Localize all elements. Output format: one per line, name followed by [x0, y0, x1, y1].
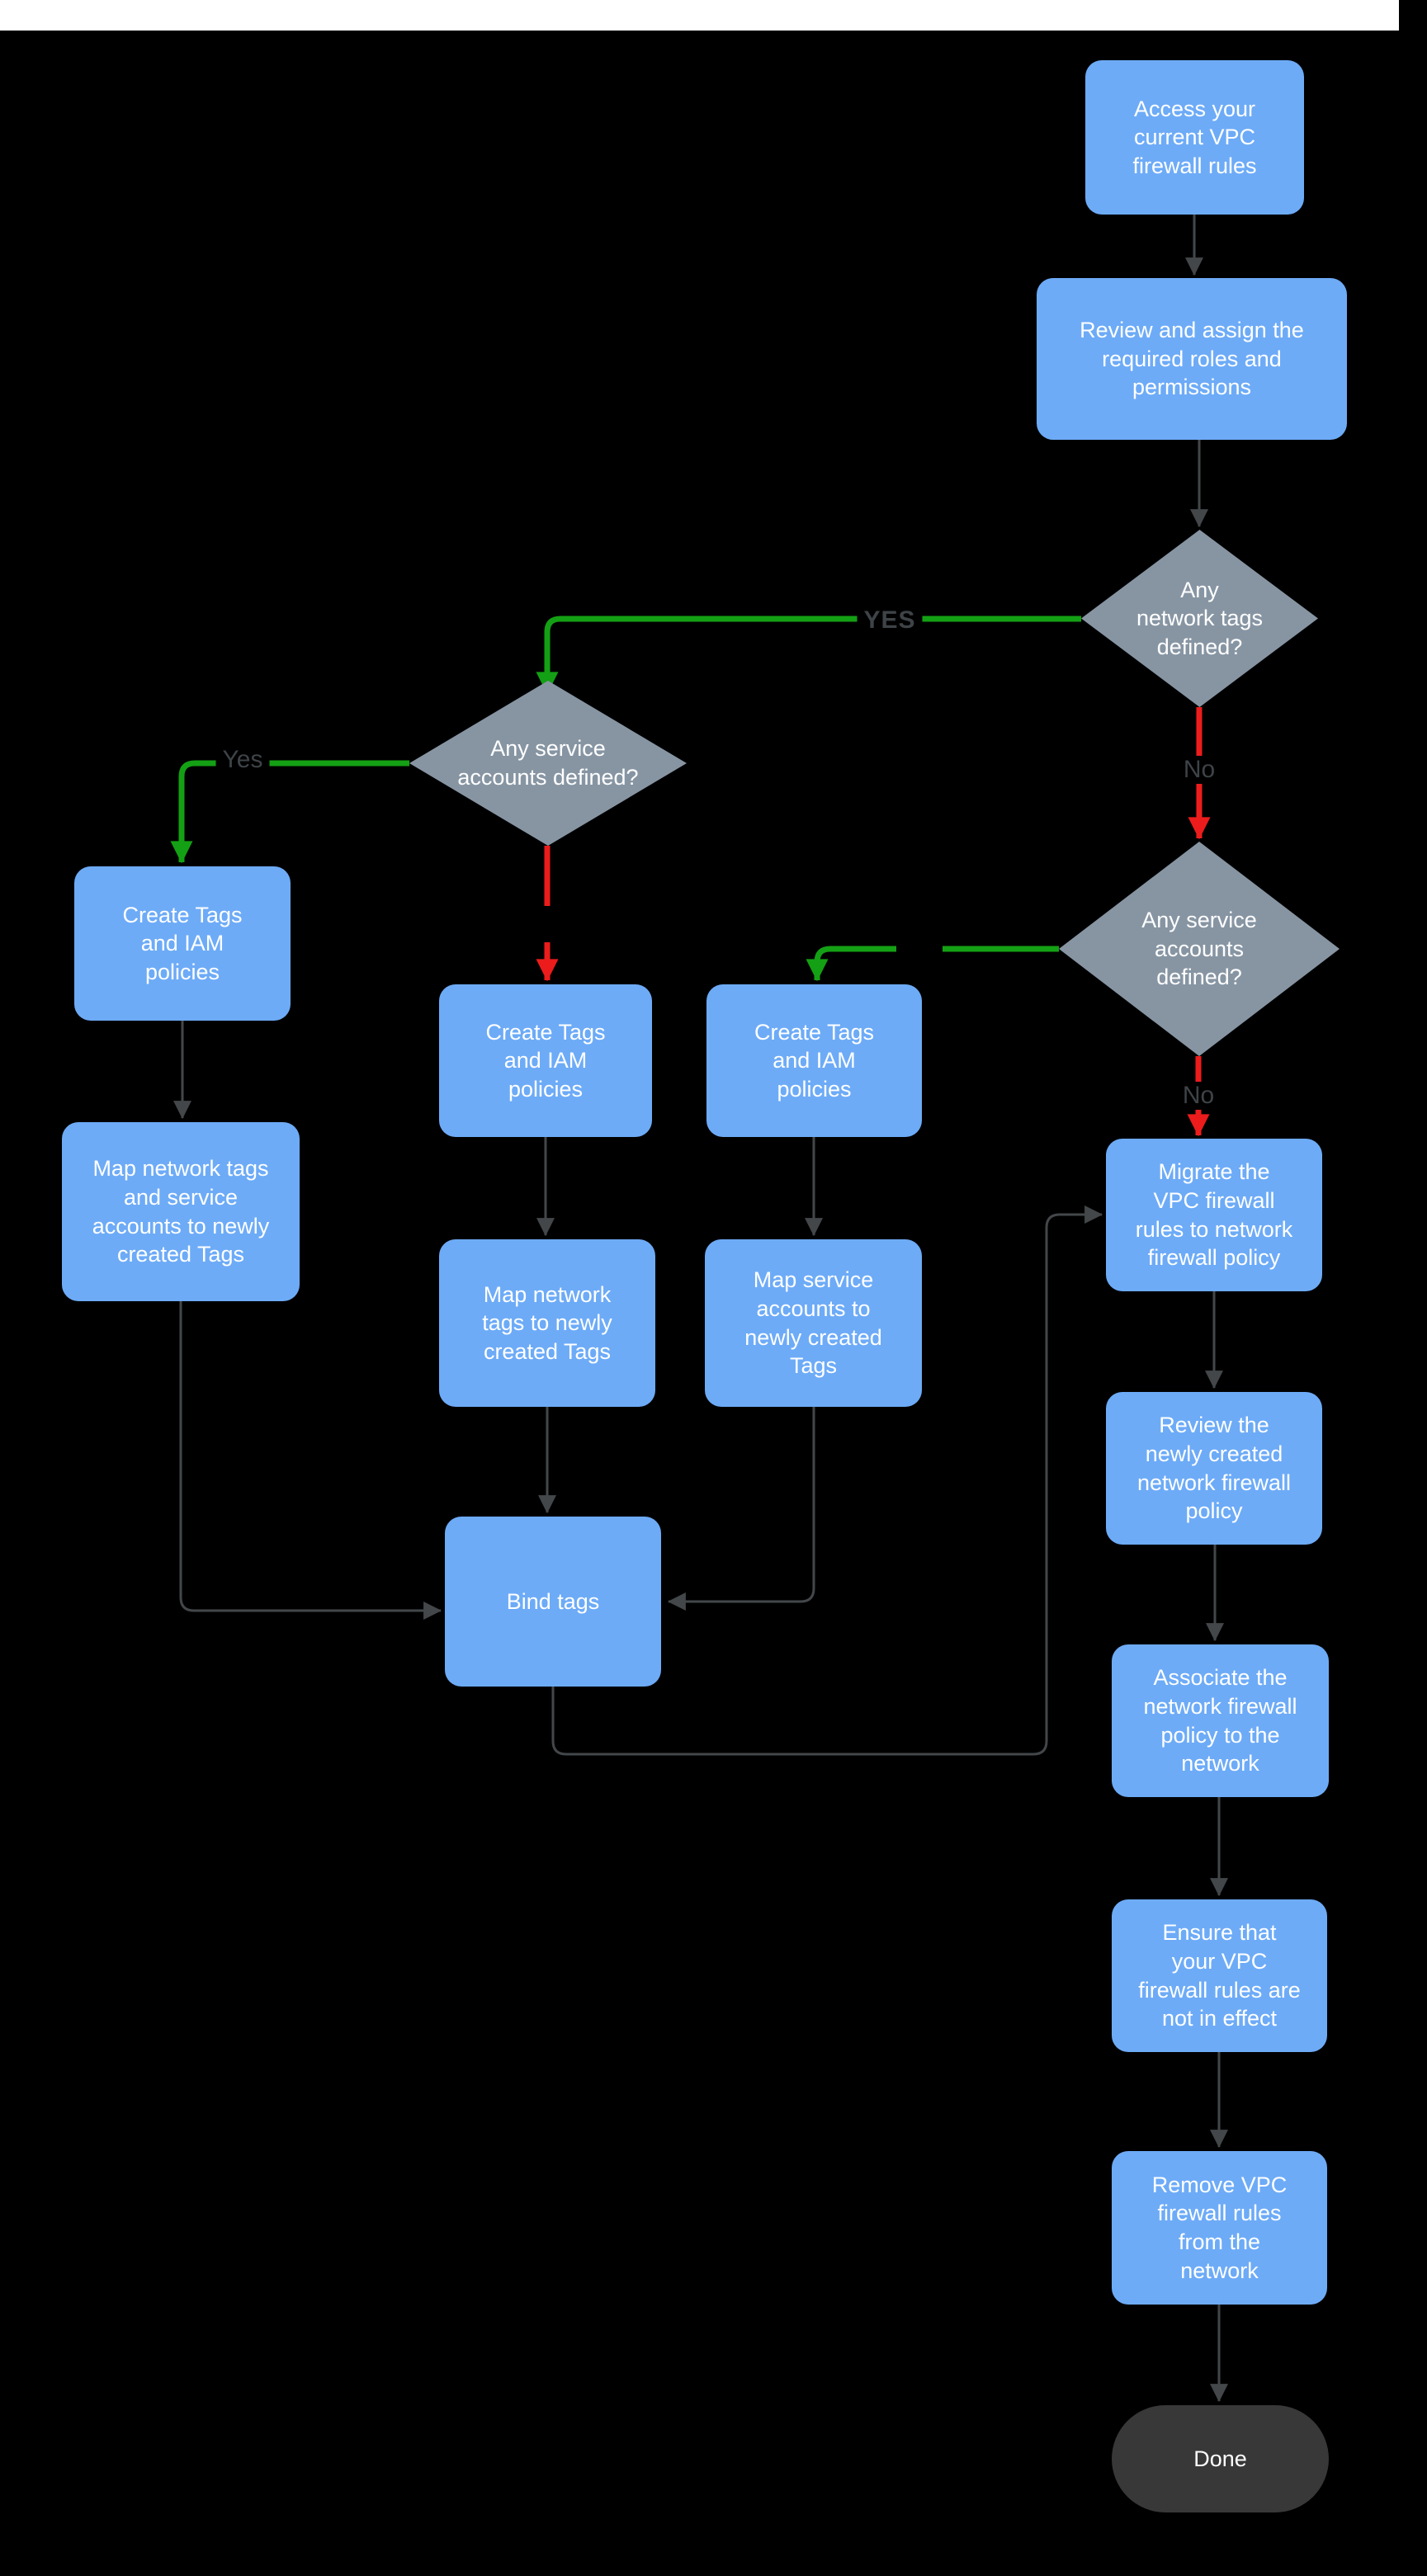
node-migrate-vpc-rules: Migrate the VPC firewall rules to networ…	[1106, 1139, 1322, 1291]
node-access-vpc-firewall-rules: Access your current VPC firewall rules	[1085, 60, 1304, 215]
edge-bindtags-to-migrate	[551, 1205, 1103, 1756]
node-map-service-accounts: Map service accounts to newly created Ta…	[705, 1239, 922, 1407]
edge-label-no-first: No	[1176, 756, 1222, 784]
top-white-strip	[0, 0, 1399, 31]
node-review-firewall-policy: Review the newly created network firewal…	[1106, 1392, 1322, 1545]
edge-label-yes-lower: Yes	[215, 746, 270, 774]
edge-gap	[896, 941, 943, 956]
edge-yes-serviceaccounts-to-createtags-left	[170, 760, 409, 864]
edge-mapservice-to-bindtags	[667, 1407, 815, 1611]
node-map-network-tags: Map network tags to newly created Tags	[439, 1239, 655, 1407]
edge-label-no-second: No	[1175, 1082, 1221, 1110]
edge-maptags-to-bindtags	[179, 1301, 442, 1620]
edge-label-yes-upper: YES	[857, 606, 923, 635]
terminal-done: Done	[1112, 2405, 1329, 2512]
node-create-tags-iam-mid: Create Tags and IAM policies	[439, 984, 652, 1137]
node-create-tags-iam-mid2: Create Tags and IAM policies	[706, 984, 922, 1137]
node-associate-policy: Associate the network firewall policy to…	[1112, 1644, 1329, 1797]
node-remove-vpc-rules: Remove VPC firewall rules from the netwo…	[1112, 2151, 1327, 2305]
edge-gap	[540, 906, 555, 942]
node-ensure-rules-not-in-effect: Ensure that your VPC firewall rules are …	[1112, 1899, 1327, 2052]
edge-yes-networktags-to-serviceaccounts-left	[536, 616, 1081, 695]
node-review-roles-permissions: Review and assign the required roles and…	[1037, 278, 1347, 440]
node-map-tags-and-service-accounts: Map network tags and service accounts to…	[62, 1122, 300, 1301]
edge-yes-serviceaccounts-right-to-createtags-mid2	[806, 946, 1059, 982]
node-create-tags-iam-left: Create Tags and IAM policies	[74, 866, 291, 1021]
node-bind-tags: Bind tags	[445, 1517, 661, 1687]
